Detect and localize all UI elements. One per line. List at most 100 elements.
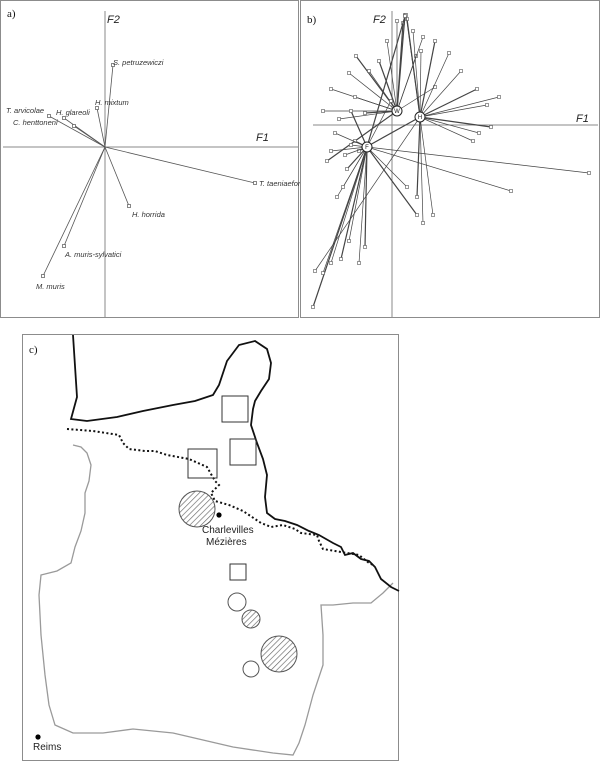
axis-f2-label: F2: [373, 14, 386, 26]
species-label: H. horrida: [132, 210, 165, 219]
site-point: [357, 149, 361, 153]
site-spoke-line: [419, 96, 500, 118]
group-centroid-circle: [414, 111, 426, 123]
site-square: [229, 438, 257, 466]
site-point: [431, 213, 435, 217]
department-boundary: [38, 444, 394, 756]
site-spoke-line: [366, 146, 418, 216]
city-dot-charleville: [216, 512, 222, 518]
site-spoke-line: [386, 40, 398, 112]
site-spoke-line: [419, 116, 424, 224]
species-vector-tip: [253, 181, 257, 185]
site-point: [329, 149, 333, 153]
site-point: [497, 95, 501, 99]
site-point: [395, 19, 399, 23]
panel-c-label: c): [29, 344, 38, 356]
site-circle-hatched: [178, 490, 216, 528]
site-point: [363, 111, 367, 115]
site-point: [389, 99, 393, 103]
site-point: [313, 269, 317, 273]
site-spoke-line: [366, 146, 590, 174]
site-spoke-line: [378, 60, 398, 112]
site-point: [333, 131, 337, 135]
group-centroids: W H F: [361, 105, 426, 153]
site-spoke-line: [419, 116, 434, 216]
site-point: [377, 59, 381, 63]
site-spoke-line: [419, 116, 474, 142]
species-vector-tip: [62, 244, 66, 248]
site-point: [415, 195, 419, 199]
site-spoke-line: [330, 146, 368, 264]
site-spoke-line: [419, 50, 422, 118]
axis-f1-label: F1: [576, 113, 589, 125]
site-spoke-line: [366, 146, 512, 192]
species-vector-line: [104, 146, 256, 184]
city-label-charleville-line2: Mézières: [206, 537, 247, 548]
site-point: [329, 261, 333, 265]
site-point: [509, 189, 513, 193]
site-point: [459, 69, 463, 73]
axis-f2-label: F2: [107, 14, 120, 26]
site-point: [347, 239, 351, 243]
panel-b-label: b): [307, 14, 317, 26]
species-label: T. arvicolae: [6, 106, 44, 115]
site-point: [349, 109, 353, 113]
site-point: [477, 131, 481, 135]
species-label: C. henttoneni: [13, 118, 58, 127]
site-spoke-line: [314, 116, 421, 272]
city-label-charleville-line1: Charlevilles: [202, 525, 254, 536]
site-point: [419, 49, 423, 53]
site-point: [341, 185, 345, 189]
species-vector-line: [48, 115, 106, 148]
site-spoke-line: [354, 96, 398, 112]
city-label-reims: Reims: [33, 742, 61, 753]
species-label: H. mixtum: [95, 98, 129, 107]
site-point: [475, 87, 479, 91]
site-connector-lines: [311, 13, 591, 309]
site-square: [187, 448, 218, 479]
site-point: [385, 39, 389, 43]
species-vector-tip: [127, 204, 131, 208]
map-c-svg: c) Charlevilles Mézières Reims: [29, 334, 400, 756]
site-point: [471, 139, 475, 143]
site-spoke-line: [330, 146, 368, 152]
site-spoke-line: [419, 116, 480, 134]
species-vector-tip: [47, 114, 51, 118]
site-point: [343, 153, 347, 157]
site-spoke-line: [322, 146, 368, 274]
site-point: [421, 35, 425, 39]
site-point: [347, 71, 351, 75]
national-border: [69, 334, 400, 592]
group-centroid-label: W: [394, 109, 400, 115]
site-point: [421, 221, 425, 225]
site-spoke-line: [416, 116, 421, 198]
site-circle-hatched: [241, 609, 261, 629]
group-centroid-label: F: [365, 145, 369, 151]
site-square: [221, 395, 249, 423]
species-vector-line: [63, 146, 106, 247]
panel-a-label: a): [7, 8, 16, 20]
site-point: [349, 143, 353, 147]
site-spoke-line: [396, 14, 406, 112]
site-point: [587, 171, 591, 175]
site-spoke-line: [364, 146, 368, 248]
biplot-panel-b: b) F2 F1 W H F: [300, 0, 600, 318]
site-point: [489, 125, 493, 129]
species-vector-tip: [111, 63, 115, 67]
species-vector-line: [42, 146, 106, 277]
species-vector-line: [96, 107, 106, 148]
site-point: [367, 69, 371, 73]
site-point: [357, 261, 361, 265]
site-point: [485, 103, 489, 107]
species-vector-tip: [72, 124, 76, 128]
site-point: [411, 29, 415, 33]
group-centroid-label: H: [418, 115, 422, 121]
site-point: [337, 117, 341, 121]
site-spoke-line: [334, 132, 368, 148]
species-vector-line: [104, 146, 130, 207]
site-circle-hatched: [260, 635, 298, 673]
group-centroid-circle: [361, 141, 373, 153]
site-spoke-line: [358, 146, 368, 264]
